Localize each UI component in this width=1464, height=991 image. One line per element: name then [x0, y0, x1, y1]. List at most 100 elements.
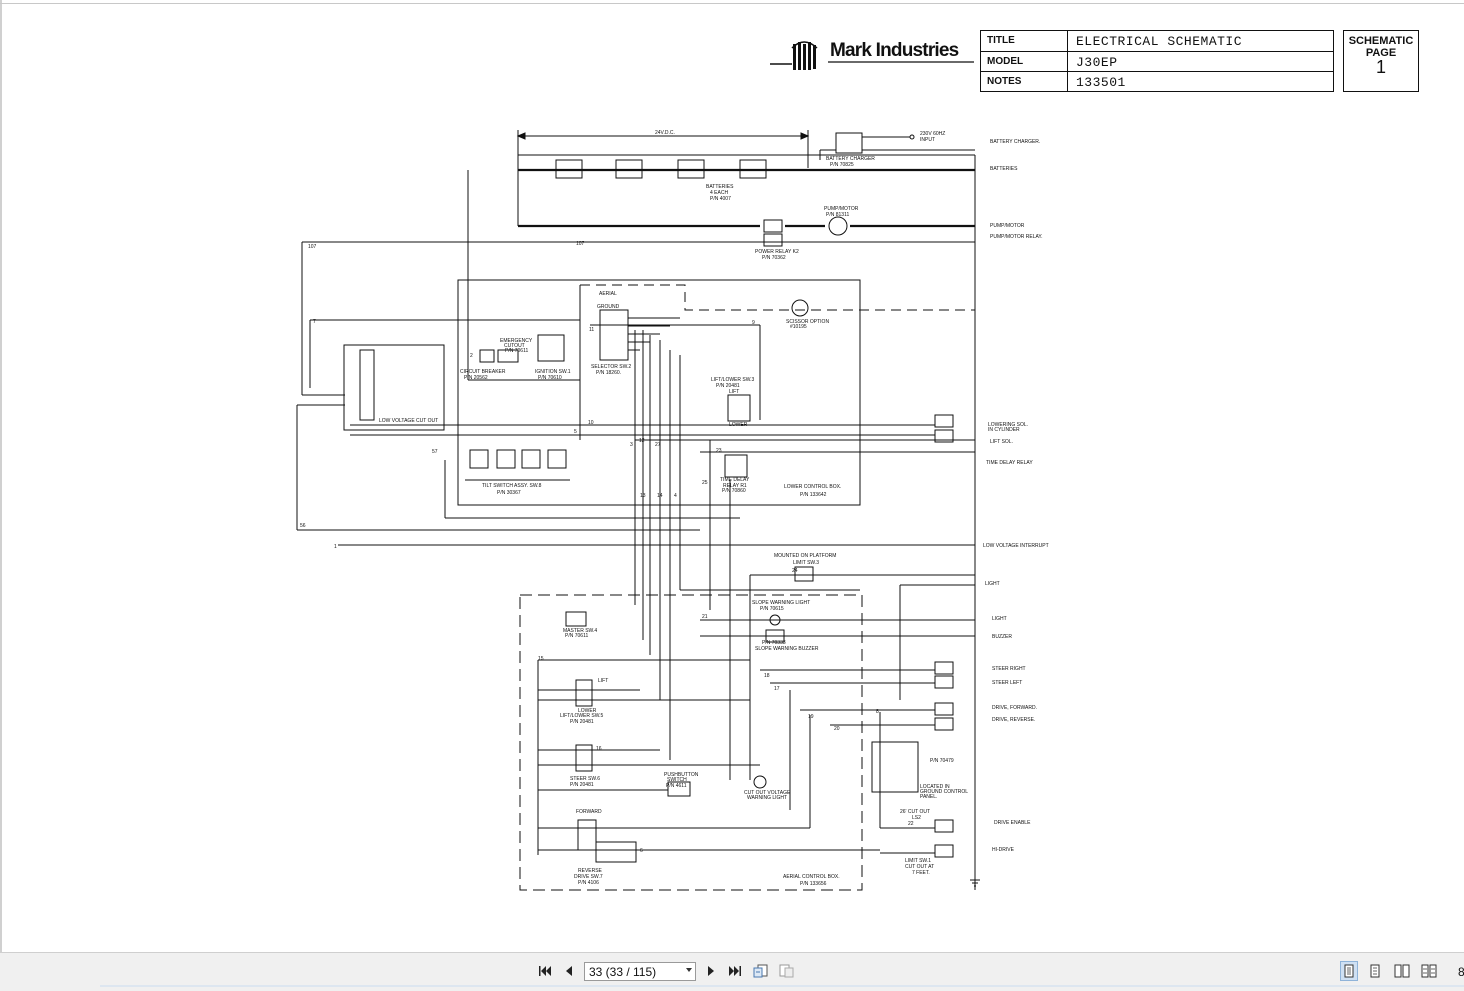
right-label: LIGHT [992, 616, 1007, 622]
label-time-delay: TIME DELAY [720, 477, 750, 483]
mark-industries-logo-icon [770, 41, 818, 70]
wire-number: 107 [308, 244, 317, 250]
zoom-value[interactable]: 8 [1458, 965, 1464, 979]
label-batteries: BATTERIES [706, 184, 734, 190]
wire-number: 25 [702, 480, 708, 486]
label-master: MASTER SW.4 [563, 628, 597, 634]
wire-number: 107 [576, 241, 585, 247]
previous-page-icon [566, 966, 572, 976]
continuous-page-icon [1370, 964, 1380, 978]
right-label: STEER LEFT [992, 680, 1022, 686]
next-page-icon [708, 966, 714, 976]
label-limit1c: 7 FEET. [912, 870, 930, 876]
label-aerial-box-pn: P/N 133656 [800, 881, 827, 887]
wire-number: 3 [630, 442, 633, 448]
wire-number: 2 [470, 353, 473, 359]
single-page-view-button[interactable] [1340, 961, 1358, 981]
right-label: DRIVE, FORWARD. [992, 705, 1037, 711]
right-label: DRIVE, REVERSE. [992, 717, 1035, 723]
label-circuit-breaker-pn: P/N 20562 [464, 375, 488, 381]
wire-number: 10 [588, 420, 594, 426]
label-input2: INPUT [920, 137, 935, 143]
right-label: HI-DRIVE [992, 847, 1015, 853]
wire-number: 17 [774, 686, 780, 692]
label-liftlower5: LIFT/LOWER SW.5 [560, 713, 604, 719]
label-ignition: IGNITION SW.1 [535, 369, 571, 375]
wire-number: 13 [640, 493, 646, 499]
page-label: PAGE [1365, 47, 1397, 59]
toolbar-accent-line [100, 985, 1464, 987]
wire-number: 16 [596, 746, 602, 752]
label-24vdc: 24V.D.C. [655, 130, 675, 136]
label-slope-light: SLOPE WARNING LIGHT [752, 600, 810, 606]
facing-view-button[interactable] [1393, 961, 1411, 981]
first-page-button[interactable] [536, 961, 554, 981]
wire-number: 14 [657, 493, 663, 499]
notes-value: 133501 [1076, 75, 1126, 90]
label-scissor-pn: #10195 [790, 324, 807, 330]
wire-number: 1 [334, 544, 337, 550]
right-label: LOW VOLTAGE INTERRUPT [983, 543, 1049, 549]
wire-number: 12 [639, 438, 645, 444]
label-lift3: LIFT [729, 389, 739, 395]
right-label: STEER RIGHT [992, 666, 1026, 672]
label-scissor: SCISSOR OPTION [786, 319, 829, 325]
label-pushbutton2: SWITCH [667, 777, 687, 783]
wire-number: 15 [538, 656, 544, 662]
forward-view-icon [779, 964, 794, 978]
label-ground: GROUND [597, 304, 620, 310]
label-charger: BATTERY CHARGER [826, 156, 875, 162]
label-located3: PANEL. [920, 794, 937, 800]
page-number-value: 33 (33 / 115) [589, 965, 657, 979]
wire-number: 11 [589, 327, 594, 333]
previous-page-button[interactable] [560, 961, 578, 981]
right-label: IN CYLINDER [988, 427, 1020, 433]
right-label: PUMP/MOTOR [990, 223, 1025, 229]
label-steer6: STEER SW.6 [570, 776, 600, 782]
label-tilt-pn: P/N 30367 [497, 490, 521, 496]
schematic-label: SCHEMATIC [1348, 35, 1414, 47]
go-forward-view-button[interactable] [778, 961, 796, 981]
wire-number: 18 [764, 673, 770, 679]
go-back-view-button[interactable] [752, 961, 770, 981]
label-low-voltage: LOW VOLTAGE CUT OUT [379, 418, 438, 424]
label-lower3: LOWER [729, 422, 748, 428]
right-label: BUZZER [992, 634, 1012, 640]
label-liftlower3-pn: P/N 20481 [716, 383, 740, 389]
label-ignition-pn: P/N 70610 [538, 375, 562, 381]
wire-number: 57 [432, 449, 438, 455]
wire-number: 4 [674, 493, 677, 499]
page-number: 1 [1375, 57, 1386, 77]
first-page-icon [539, 966, 551, 976]
label-cutout-light: CUT OUT VOLTAGE [744, 790, 791, 796]
facing-pages-icon [1394, 964, 1410, 978]
label-pump: PUMP/MOTOR [824, 206, 859, 212]
label-emergency-pn: P/N 70611 [505, 348, 528, 354]
last-page-icon [729, 966, 741, 976]
page-number-select[interactable]: 33 (33 / 115) [584, 962, 696, 981]
label-located: LOCATED IN [920, 784, 950, 790]
label-time-delay2: RELAY R1 [723, 483, 747, 489]
continuous-view-button[interactable] [1366, 961, 1384, 981]
label-cutout-light2: WARNING LIGHT [747, 795, 787, 801]
label-time-delay-pn: P/N 70860 [722, 488, 746, 494]
page-block: SCHEMATIC PAGE 1 [1343, 30, 1419, 92]
wire-number: 56 [300, 523, 306, 529]
continuous-facing-view-button[interactable] [1420, 961, 1438, 981]
next-page-button[interactable] [702, 961, 720, 981]
label-drive7-pn: P/N 4106 [578, 880, 599, 886]
label-tilt: TILT SWITCH ASSY. SW.8 [482, 483, 542, 489]
label-batteries-pn: P/N 4007 [710, 196, 731, 202]
label-located2: GROUND CONTROL [920, 789, 968, 795]
label-aerial: AERIAL [599, 291, 617, 297]
label-master-pn: P/N 70611 [565, 633, 588, 639]
label-pn70479: P/N 70479 [930, 758, 954, 764]
last-page-button[interactable] [726, 961, 744, 981]
label-pushbutton: PUSHBUTTON [664, 772, 699, 778]
viewer-toolbar: 33 (33 / 115) 8 [0, 952, 1464, 991]
right-label: DRIVE ENABLE [994, 820, 1031, 826]
label-steer6-pn: P/N 20481 [570, 782, 594, 788]
right-label: LIGHT [985, 581, 1000, 587]
model-label: MODEL [987, 56, 1024, 67]
label-lower-box-pn: P/N 133642 [800, 492, 827, 498]
